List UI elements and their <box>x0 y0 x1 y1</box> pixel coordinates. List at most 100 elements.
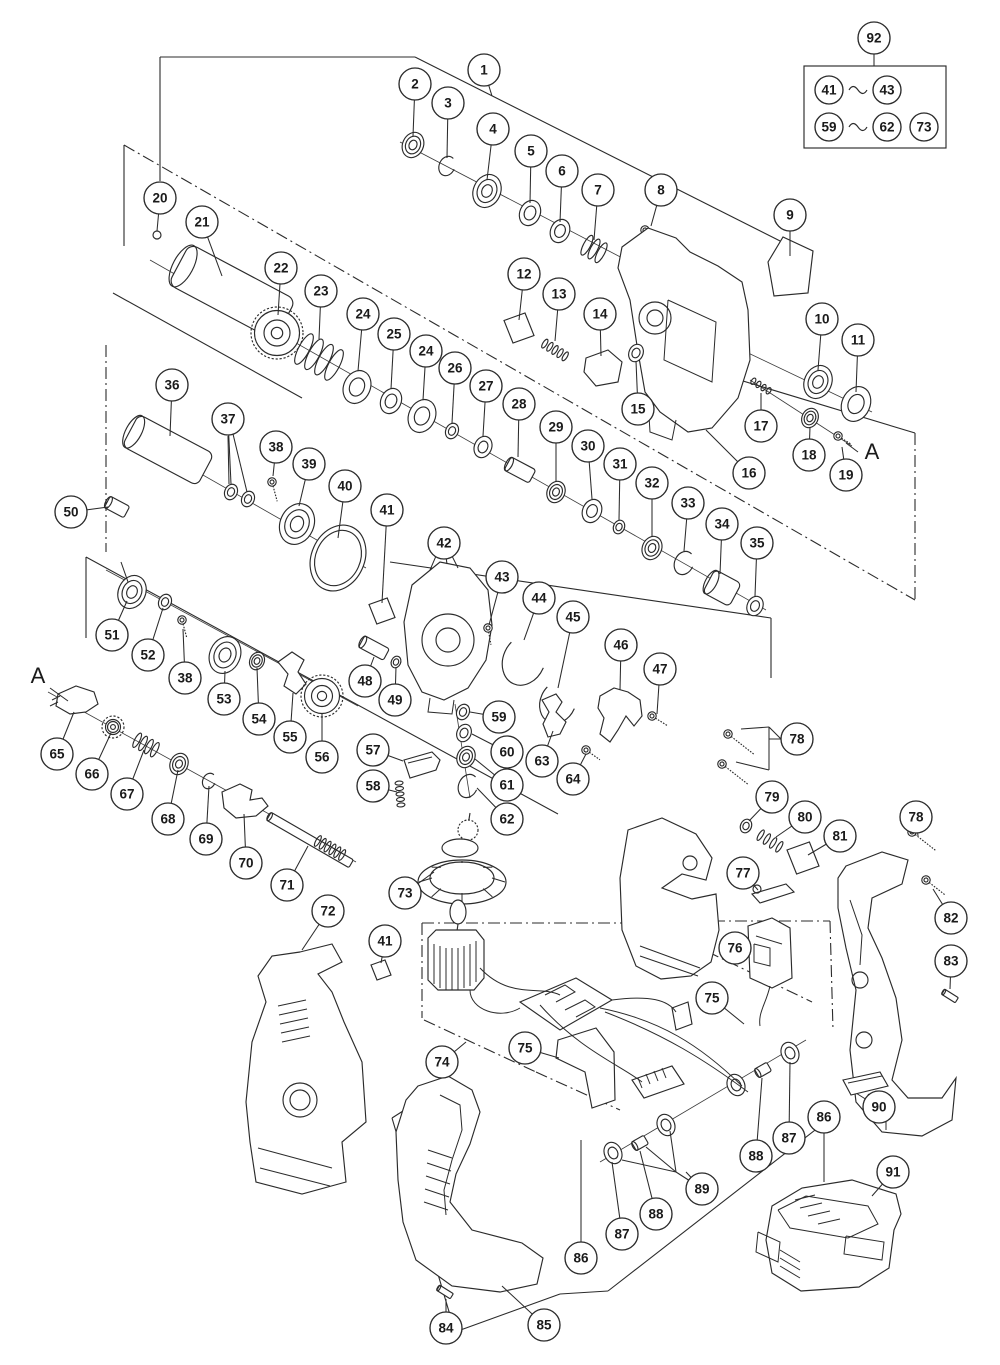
balloon-57: 57 <box>356 733 404 767</box>
balloon-35: 35 <box>740 526 774 597</box>
part-ring <box>390 655 402 669</box>
balloon-number: 78 <box>789 732 805 747</box>
leader-bracket-line <box>120 561 129 583</box>
balloon-45: 45 <box>556 600 590 689</box>
balloon-number: 55 <box>282 730 298 745</box>
part-poly <box>518 977 614 1031</box>
balloon-20: 20 <box>143 181 177 232</box>
balloon-number: 39 <box>301 457 316 472</box>
part-cyl <box>631 1135 649 1152</box>
balloon-number: 61 <box>499 778 515 793</box>
balloon-number: 21 <box>194 215 210 230</box>
balloon-64: 64 <box>556 753 590 796</box>
balloon-70: 70 <box>229 813 263 880</box>
balloon-number: 68 <box>160 812 176 827</box>
part-screw <box>483 623 493 645</box>
balloon-number: 58 <box>365 779 381 794</box>
balloon-number: 66 <box>84 767 100 782</box>
part-bearing <box>803 364 833 400</box>
balloon-number: 56 <box>314 750 330 765</box>
balloon-84: 84 <box>429 1299 463 1345</box>
balloon-11: 11 <box>841 323 875 393</box>
part-poly <box>555 1027 616 1109</box>
balloon-41: 41 <box>370 493 404 604</box>
part-poly <box>619 817 720 980</box>
part-ring <box>603 1141 623 1165</box>
balloon-number: 1 <box>480 63 488 78</box>
balloon-41: 41 <box>368 924 402 964</box>
balloon-number: 67 <box>119 787 134 802</box>
balloon-number: 49 <box>387 693 402 708</box>
balloon-number: 62 <box>499 812 514 827</box>
balloon-number: 11 <box>851 333 866 348</box>
legend-balloon-73 <box>909 112 939 142</box>
range-tilde-icon <box>848 122 868 132</box>
wire-harness <box>611 997 677 1013</box>
balloon-16: 16 <box>705 429 766 490</box>
wire-harness <box>604 1011 749 1093</box>
balloon-number: 17 <box>753 419 768 434</box>
balloon-number: 88 <box>648 1207 664 1222</box>
part-cyl <box>436 1284 454 1299</box>
balloon-number: 54 <box>251 712 267 727</box>
balloon-22: 22 <box>264 251 298 316</box>
part-ring <box>549 218 571 244</box>
balloon-39: 39 <box>292 447 326 507</box>
balloon-number: 46 <box>613 638 629 653</box>
leader-bracket-line <box>227 435 230 485</box>
balloon-56: 56 <box>305 714 339 774</box>
balloon-number: 85 <box>536 1318 552 1333</box>
balloon-26: 26 <box>438 351 472 424</box>
part-poly <box>277 651 307 695</box>
balloon-18: 18 <box>792 426 826 472</box>
balloon-53: 53 <box>207 670 241 716</box>
part-bearing <box>169 752 189 776</box>
balloon-number: 12 <box>516 267 531 282</box>
balloon-number: 4 <box>489 122 497 137</box>
wire-harness <box>759 985 771 1027</box>
balloon-73: 73 <box>388 871 435 910</box>
leader-bracket-line <box>740 726 770 730</box>
part-screw <box>177 615 188 639</box>
balloon-58: 58 <box>356 769 398 803</box>
balloon-48: 48 <box>348 656 382 698</box>
leader-bracket-line <box>768 726 782 740</box>
part-gear <box>250 306 304 360</box>
balloon-number: 13 <box>551 287 567 302</box>
wire-harness <box>539 1004 643 1083</box>
balloon-14: 14 <box>583 297 617 357</box>
balloon-72: 72 <box>301 894 345 951</box>
balloon-55: 55 <box>273 692 307 754</box>
balloon-number: 33 <box>680 496 696 511</box>
part-bearing <box>278 503 316 545</box>
balloon-52: 52 <box>131 607 165 672</box>
balloon-number: 27 <box>478 379 493 394</box>
part-spring <box>313 835 347 861</box>
balloon-79: 79 <box>748 780 789 822</box>
balloon-number: 38 <box>268 440 284 455</box>
balloon-number: 26 <box>447 361 463 376</box>
balloon-number: 77 <box>735 866 750 881</box>
balloon-44: 44 <box>522 581 556 641</box>
legend-balloon-59 <box>814 112 844 142</box>
balloon-88: 88 <box>739 1077 773 1173</box>
part-poly <box>755 1179 902 1292</box>
part-poly <box>403 751 441 779</box>
part-cyl <box>122 414 213 485</box>
balloon-43: 43 <box>485 560 519 626</box>
boundary-dashdot-line <box>123 144 916 601</box>
part-bearing <box>546 480 566 504</box>
part-ring <box>726 1073 746 1097</box>
svg-text:62: 62 <box>879 120 894 135</box>
balloon-38: 38 <box>168 628 202 695</box>
balloon-42: 42 <box>427 526 461 565</box>
part-poly <box>631 1065 685 1099</box>
balloon-32: 32 <box>635 466 669 536</box>
balloon-number: 59 <box>491 710 506 725</box>
balloon-number: 72 <box>320 904 335 919</box>
balloon-number: 20 <box>152 191 167 206</box>
part-poly <box>597 687 643 743</box>
balloon-number: 16 <box>741 466 757 481</box>
balloon-number: 3 <box>444 96 452 111</box>
